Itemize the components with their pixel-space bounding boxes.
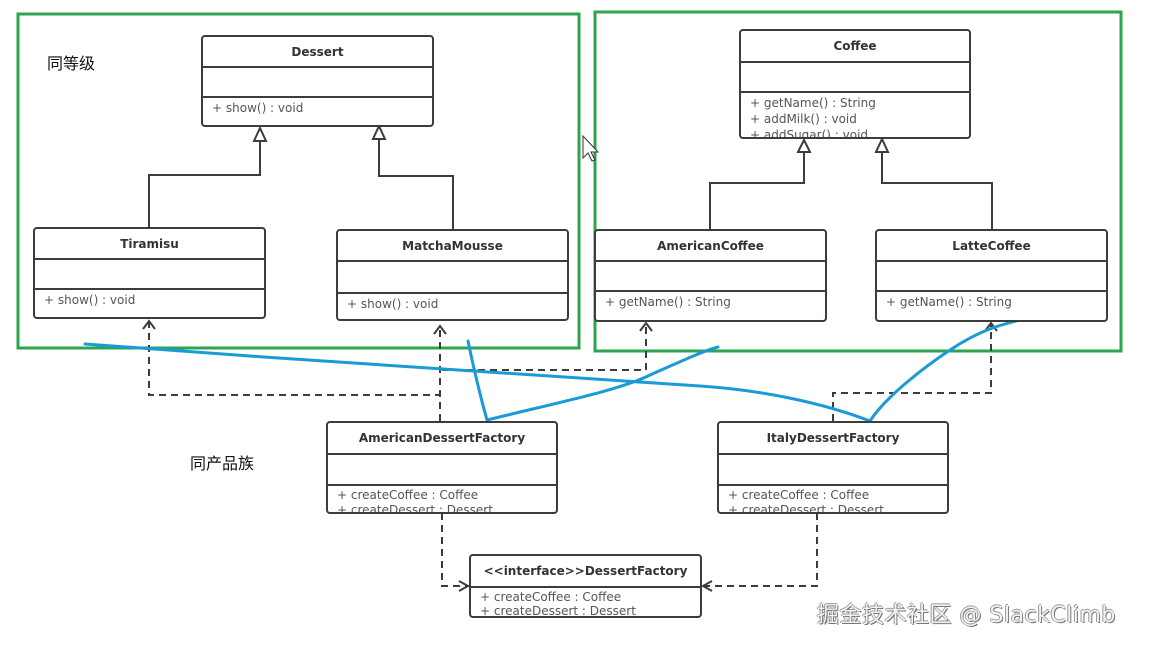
class-operations: + getName() : String [877,292,1106,310]
class-operations: + createCoffee : Coffee + createDessert … [471,588,700,618]
class-coffee[interactable]: Coffee + getName() : String + addMilk() … [739,29,971,139]
operation: + show() : void [212,101,304,115]
mouse-cursor-icon [582,134,600,162]
class-operations: + show() : void [338,294,567,312]
class-name: AmericanDessertFactory [328,423,556,455]
class-name: LatteCoffee [877,231,1106,262]
annotation-stroke-tiramisu-italy [83,342,872,423]
class-attributes [596,262,825,292]
class-attributes [328,455,556,486]
dependency-lines [148,322,992,587]
realization-american-interface [441,513,470,587]
operation: + getName() : String [605,295,731,309]
operation: + addMilk() : void [750,112,857,126]
operation: + createDessert : Dessert [337,503,493,514]
class-operations: + getName() : String [596,292,825,310]
watermark: 掘金技术社区 @ SlackClimb [817,603,1116,628]
class-name: Tiramisu [35,229,264,260]
operation: + show() : void [347,297,439,311]
operation: + createCoffee : Coffee [480,590,622,604]
class-latte-coffee[interactable]: LatteCoffee + getName() : String [875,229,1108,322]
generalization-americancoffee-coffee [709,137,812,229]
operation: + createDessert : Dessert [480,604,636,618]
dependency-american-americancoffee [442,324,647,371]
operation: + createCoffee : Coffee [728,488,870,502]
class-attributes [719,455,947,486]
class-operations: + createCoffee : Coffee + createDessert … [328,486,556,514]
operation: + createDessert : Dessert [728,503,884,514]
class-attributes [338,262,567,294]
generalization-lattecoffee-coffee [874,136,993,229]
class-tiramisu[interactable]: Tiramisu + show() : void [33,227,266,319]
class-name: AmericanCoffee [596,231,825,262]
class-american-coffee[interactable]: AmericanCoffee + getName() : String [594,229,827,322]
class-name: <<interface>>DessertFactory [471,556,700,588]
generalization-tiramisu-dessert [148,125,268,228]
same-level-group-dessert [16,12,581,350]
class-name: MatchaMousse [338,231,567,262]
annotation-strokes [83,318,1022,423]
realization-italy-interface [703,513,818,587]
same-family-label: 同产品族 [190,454,255,473]
class-name: ItalyDessertFactory [719,423,947,455]
operation: + getName() : String [886,295,1012,309]
annotation-stroke-american-americancoffee [485,345,720,422]
class-operations: + getName() : String + addMilk() : void … [741,93,969,139]
class-operations: + show() : void [203,98,432,116]
operation: + show() : void [44,293,136,307]
operation: + addSugar() : void [750,128,869,139]
class-dessert[interactable]: Dessert + show() : void [201,35,434,127]
annotation-stroke-matcha-american [466,339,489,422]
generalization-matcha-dessert [371,123,454,230]
operation: + createCoffee : Coffee [337,488,479,502]
class-american-dessert-factory[interactable]: AmericanDessertFactory + createCoffee : … [326,421,558,514]
dependency-arrowheads [142,319,998,592]
interface-dessert-factory[interactable]: <<interface>>DessertFactory + createCoff… [469,554,702,618]
annotation-stroke-italy-latte [868,318,1022,423]
class-name: Coffee [741,31,969,63]
dependency-italy-latte [832,324,992,421]
same-level-group-coffee [593,10,1123,353]
dependency-american-tiramisu [148,322,441,421]
class-attributes [877,262,1106,292]
class-operations: + createCoffee : Coffee + createDessert … [719,486,947,514]
operation: + getName() : String [750,96,876,110]
class-italy-dessert-factory[interactable]: ItalyDessertFactory + createCoffee : Cof… [717,421,949,514]
class-attributes [741,63,969,93]
class-matcha-mousse[interactable]: MatchaMousse + show() : void [336,229,569,321]
class-attributes [203,68,432,98]
class-name: Dessert [203,37,432,68]
same-level-label: 同等级 [47,54,96,73]
class-operations: + show() : void [35,290,264,308]
class-attributes [35,260,264,290]
